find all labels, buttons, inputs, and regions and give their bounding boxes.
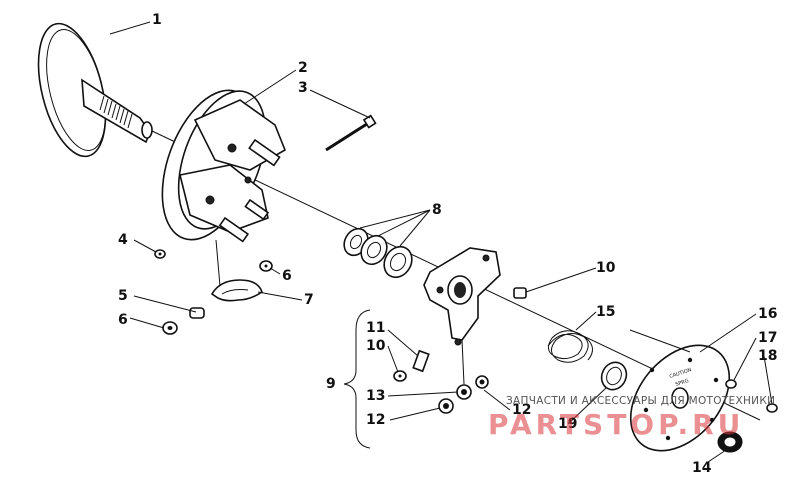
label-1: 1	[152, 12, 162, 28]
label-4: 4	[118, 232, 128, 248]
label-6-upper: 6	[282, 268, 292, 284]
label-13: 13	[366, 388, 385, 404]
label-12-right: 12	[512, 402, 531, 418]
watermark-caption: ЗАПЧАСТИ И АКСЕССУАРЫ ДЛЯ МОТОТЕХНИКИ	[506, 395, 775, 407]
part-11-pin	[412, 349, 430, 373]
part-15-spring	[547, 330, 593, 363]
part-8-spacers	[343, 227, 413, 279]
part-2-movable-sheave	[161, 89, 287, 243]
label-2: 2	[298, 60, 308, 76]
part-4-nut	[154, 249, 166, 259]
label-17: 17	[758, 330, 777, 346]
label-8: 8	[432, 202, 442, 218]
part-19-cup	[600, 361, 628, 391]
part-6-washer-upper	[259, 260, 273, 272]
part-labels: 1 2 3 4 5 6 6 7 8 9 10 11 10 13 12 12 15…	[118, 12, 777, 476]
part-3-bolt	[325, 114, 377, 152]
label-12-left: 12	[366, 412, 385, 428]
part-10-bushing-lower	[393, 370, 407, 382]
part-17-nut	[725, 379, 737, 389]
part-14-cap	[717, 431, 743, 453]
part-16-cover: CAUTION SPRG	[629, 344, 731, 452]
part-12-washer-b	[438, 398, 454, 414]
label-18: 18	[758, 348, 777, 364]
part-10-bushing-upper	[513, 287, 527, 299]
part-6-washer-lower	[162, 321, 178, 335]
label-14: 14	[692, 460, 712, 476]
group-9-bracket	[343, 309, 371, 449]
label-9: 9	[326, 376, 336, 392]
label-15: 15	[596, 304, 615, 320]
leader-lines	[109, 21, 773, 463]
part-1-fixed-sheave	[37, 22, 153, 158]
label-6-lower: 6	[118, 312, 128, 328]
label-19: 19	[558, 416, 577, 432]
watermark-logo: PARTSTOP.RU	[488, 408, 744, 441]
label-10-lower: 10	[366, 338, 386, 354]
part-12-washer-a	[475, 375, 489, 389]
label-16: 16	[758, 306, 777, 322]
part-5-roller	[189, 307, 205, 319]
label-7: 7	[304, 292, 314, 308]
label-11: 11	[366, 320, 385, 336]
part-13-washer	[456, 384, 472, 400]
label-10-upper: 10	[596, 260, 616, 276]
cover-stamp-2: SPRG	[675, 378, 690, 388]
part-spider-arm	[423, 247, 501, 346]
part-7-clip	[210, 279, 263, 302]
label-5: 5	[118, 288, 128, 304]
label-3: 3	[298, 80, 308, 96]
watermark: ЗАПЧАСТИ И АКСЕССУАРЫ ДЛЯ МОТОТЕХНИКИ PA…	[488, 395, 775, 441]
